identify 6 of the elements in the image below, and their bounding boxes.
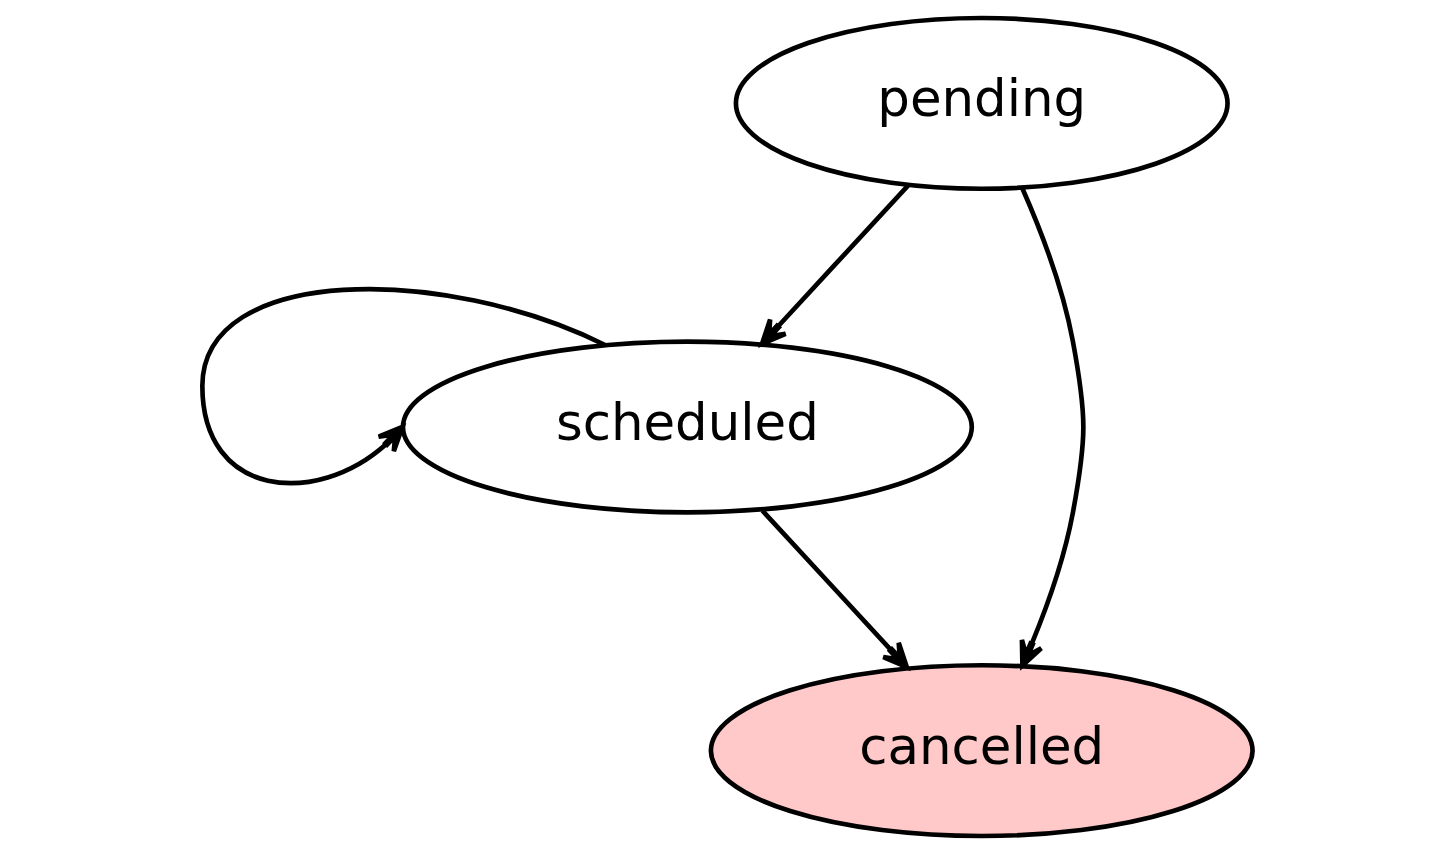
node-ellipse: cancelled bbox=[708, 662, 1255, 839]
node-ellipse: scheduled bbox=[400, 339, 974, 515]
arrow bbox=[1019, 187, 1086, 668]
arrow bbox=[760, 509, 909, 670]
arrow bbox=[759, 183, 910, 347]
node-ellipse: pending bbox=[733, 15, 1230, 192]
